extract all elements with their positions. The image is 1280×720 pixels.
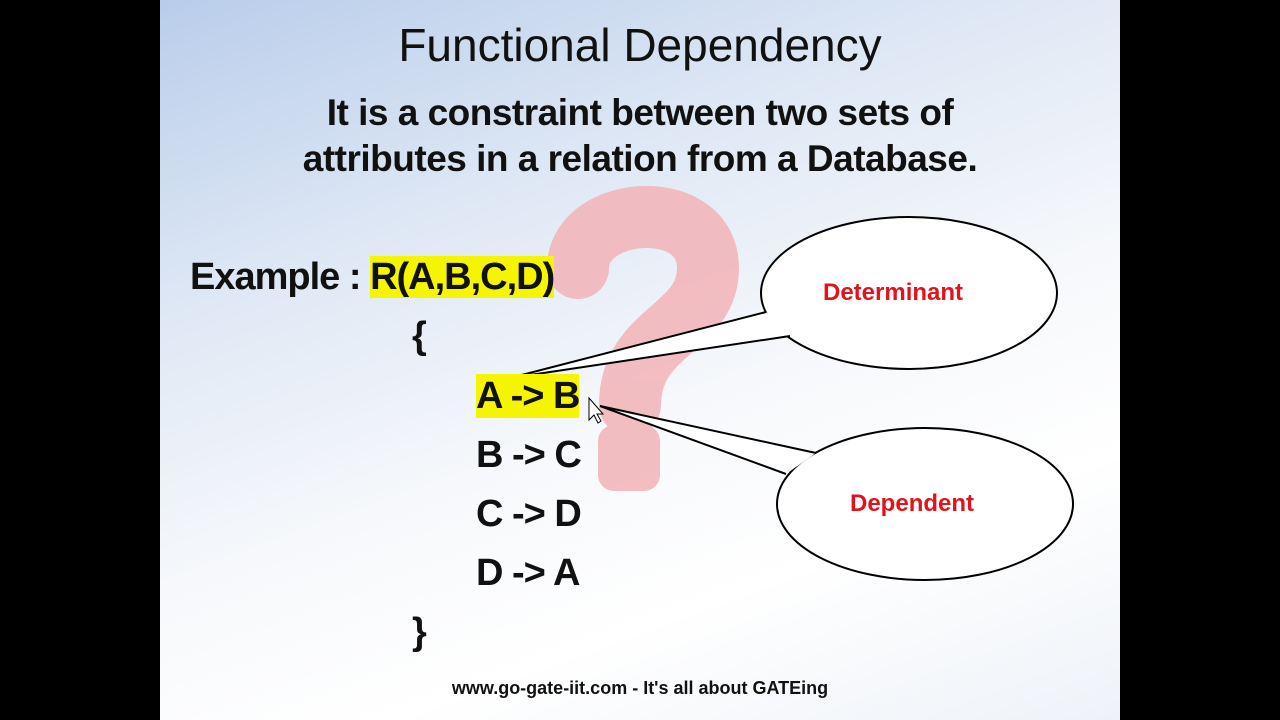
dependency-item: B -> C [476,434,582,476]
example-label: Example : [190,256,371,298]
callout-determinant: Determinant [823,279,964,306]
subtitle-line-1: It is a constraint between two sets of [326,92,954,133]
footer-url: www.go-gate-iit.com - It's all about GAT… [451,678,829,698]
callout-dependent-shape [599,405,1074,581]
slide: Functional Dependency It is a constraint… [160,0,1120,720]
dependency-item: C -> D [476,493,582,535]
dependency-item: D -> A [476,552,580,594]
close-brace: } [412,611,427,653]
slide-graphics [509,185,1074,581]
mouse-cursor-icon [588,396,605,424]
relation-schema: R(A,B,C,D) [370,256,555,298]
open-brace: { [412,315,427,357]
slide-title: Functional Dependency [398,19,882,71]
callout-dependent: Dependent [850,490,975,517]
callout-determinant-shape [509,216,1058,379]
subtitle-line-2: attributes in a relation from a Database… [302,138,978,179]
dependency-item: A -> B [476,374,580,418]
